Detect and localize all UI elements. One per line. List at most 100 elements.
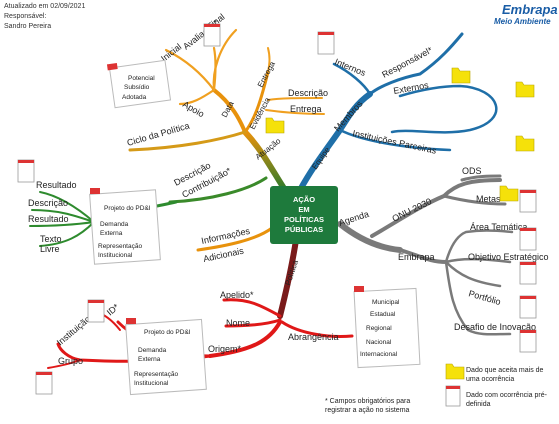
- line-metas: [442, 194, 507, 206]
- doc-icon: [35, 371, 53, 395]
- branch-politica-line: [277, 237, 299, 319]
- doc-icon: [519, 227, 537, 251]
- label-abrangencia: Abrangência: [288, 332, 339, 342]
- line-informacoes: [196, 226, 274, 252]
- fase-option-2: Subsídio: [124, 84, 150, 91]
- label-agenda: Agenda: [338, 209, 371, 228]
- doc-icon-tabs: [18, 24, 536, 375]
- line-resultado2: [29, 221, 95, 227]
- abr-option-1: Municipal: [372, 299, 400, 306]
- line-externos: [390, 84, 498, 134]
- origem-option-2b: Externa: [138, 356, 161, 363]
- label-grupo: Grupo: [58, 356, 83, 366]
- branch-data-line: [212, 88, 247, 134]
- required-note: * Campos obrigatórios para registrar a a…: [325, 398, 411, 414]
- line-portfolio: [444, 260, 502, 288]
- legend-predef: Dado com ocorrência pré-definida: [466, 392, 547, 408]
- line-grupo: [47, 359, 81, 369]
- label-embrapa: Embrapa: [398, 252, 435, 262]
- responsible-name: Sandro Pereira: [4, 23, 52, 30]
- label-equipe: Equipe: [310, 145, 332, 171]
- label-politica: Política: [283, 258, 300, 286]
- origem-option-3b: Institucional: [134, 380, 169, 387]
- center-line-1: AÇÃO: [293, 195, 315, 204]
- label-entrega-2: Entrega: [290, 104, 322, 114]
- updated-date: Atualizado em 02/09/2021: [4, 3, 86, 10]
- line-objetivo: [444, 257, 512, 264]
- line-ods: [460, 174, 502, 182]
- line-inicial: [164, 48, 216, 92]
- line-responsavel: [368, 32, 464, 96]
- label-descricao: Descrição: [288, 88, 328, 98]
- line-ciclo: [128, 130, 247, 152]
- logo-brand: Embrapa: [502, 2, 558, 17]
- label-resultado: Resultado: [36, 180, 77, 190]
- line-area: [444, 229, 514, 264]
- fase-option-1: Potencial: [128, 75, 155, 82]
- abr-option-3: Regional: [366, 325, 392, 332]
- line-embrapa: [398, 248, 448, 264]
- label-nome: Nome: [226, 318, 250, 328]
- line-texto-livre: [39, 221, 95, 247]
- label-portfolio: Portfólio: [467, 288, 502, 307]
- card-origem: Projeto do PD&I Demanda Externa Represen…: [125, 318, 207, 396]
- abr-option-4: Nacional: [366, 339, 392, 346]
- res-option-2a: Demanda: [100, 221, 129, 228]
- label-instituicao: Instituição: [55, 314, 92, 348]
- folder-icon: [499, 185, 519, 202]
- folder-icons: [265, 67, 535, 380]
- card-fase: Potencial Subsídio Adotada: [106, 59, 172, 109]
- line-apelido: [222, 298, 282, 318]
- label-objetivo: Objetivo Estratégico: [468, 252, 549, 262]
- center-line-4: PÚBLICAS: [285, 225, 323, 234]
- line-avaliacao: [212, 46, 217, 92]
- doc-icon: [87, 299, 105, 323]
- logo-subtitle: Meio Ambiente: [494, 17, 551, 26]
- center-line-2: EM: [298, 205, 309, 214]
- label-ciclo: Ciclo da Política: [126, 121, 191, 148]
- branch-atuacao-line: [242, 129, 288, 193]
- folder-icon: [265, 117, 285, 134]
- line-desafio: [444, 260, 512, 336]
- doc-icon: [519, 295, 537, 319]
- origem-option-3a: Representação: [134, 371, 178, 378]
- card-resultado: Projeto do PD&I Demanda Externa Represen…: [89, 188, 161, 265]
- doc-icon: [519, 261, 537, 285]
- doc-icon: [519, 329, 537, 353]
- line-descricao: [267, 97, 323, 101]
- folder-icon: [451, 67, 471, 84]
- res-option-3b: Institucional: [98, 252, 133, 259]
- label-onu: ONU 2030: [390, 196, 433, 224]
- abr-option-2: Estadual: [370, 311, 396, 318]
- label-apelido: Apelido*: [220, 290, 254, 300]
- label-origem: Origem*: [208, 344, 242, 354]
- doc-icon: [317, 31, 335, 55]
- line-entrega1: [267, 47, 271, 73]
- card-abrangencia: Municipal Estadual Regional Nacional Int…: [353, 286, 421, 369]
- branch-evidencia-line: [243, 70, 270, 134]
- branch-agenda-line: [337, 221, 403, 253]
- label-metas: Metas: [476, 194, 501, 204]
- responsible-label: Responsável:: [4, 13, 47, 20]
- embrapa-logo: Embrapa Meio Ambiente: [488, 2, 558, 32]
- folder-icon: [515, 135, 535, 152]
- res-option-1: Projeto do PD&I: [104, 205, 151, 212]
- doc-icons: [17, 23, 537, 395]
- doc-icon: [519, 189, 537, 213]
- res-option-3a: Representação: [98, 243, 142, 250]
- line-origem: [208, 320, 282, 358]
- doc-icon: [17, 159, 35, 183]
- res-option-2b: Externa: [100, 230, 123, 237]
- label-desafio: Desafio de Inovação: [454, 322, 536, 332]
- header-info: Atualizado em 02/09/2021 Responsável: Sa…: [4, 2, 85, 32]
- origem-option-2a: Demanda: [138, 347, 167, 354]
- fase-option-3: Adotada: [122, 94, 147, 101]
- center-node: [270, 186, 338, 244]
- line-descricao-res: [31, 209, 95, 223]
- label-entrega-1: Entrega: [256, 59, 277, 88]
- line-instituicoes: [338, 128, 452, 152]
- label-informacoes-1: Informações: [200, 226, 251, 246]
- label-texto: Texto: [40, 234, 62, 244]
